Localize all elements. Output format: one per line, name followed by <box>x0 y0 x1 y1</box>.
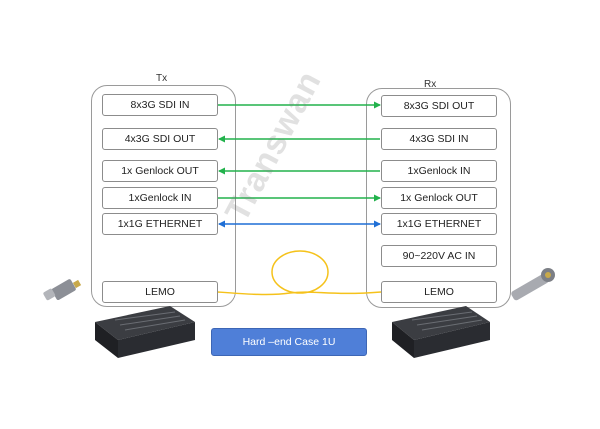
right-lemo-connector-icon <box>511 268 555 301</box>
case-label: Hard –end Case 1U <box>211 328 367 356</box>
tx-title: Tx <box>156 73 168 84</box>
fiber-coil <box>217 250 382 296</box>
rx-case-device <box>392 306 490 358</box>
rx-port-lemo: LEMO <box>381 281 497 303</box>
rx-port-genlock-out: 1x Genlock OUT <box>381 187 497 209</box>
tx-port-sdi-in: 8x3G SDI IN <box>102 94 218 116</box>
tx-port-lemo: LEMO <box>102 281 218 303</box>
left-lemo-connector-icon <box>43 279 82 301</box>
rx-port-sdi-out: 8x3G SDI OUT <box>381 95 497 117</box>
rx-port-genlock-in: 1xGenlock IN <box>381 160 497 182</box>
tx-panel <box>91 85 236 307</box>
tx-port-ethernet: 1x1G ETHERNET <box>102 213 218 235</box>
rx-port-sdi-in: 4x3G SDI IN <box>381 128 497 150</box>
tx-case-device <box>95 306 195 358</box>
tx-port-genlock-out: 1x Genlock OUT <box>102 160 218 182</box>
rx-port-ac-in: 90~220V AC IN <box>381 245 497 267</box>
tx-port-sdi-out: 4x3G SDI OUT <box>102 128 218 150</box>
rx-port-ethernet: 1x1G ETHERNET <box>381 213 497 235</box>
tx-port-genlock-in: 1xGenlock IN <box>102 187 218 209</box>
rx-title: Rx <box>424 79 437 90</box>
